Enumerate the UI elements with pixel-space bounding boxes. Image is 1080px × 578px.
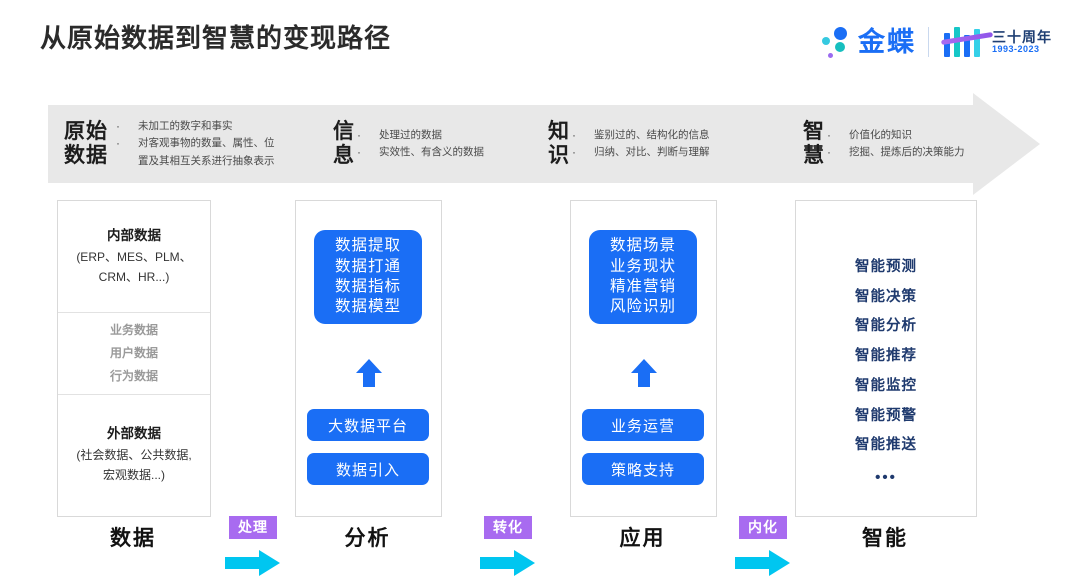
application-scenario-box: 数据场景 业务现状 精准营销 风险识别 xyxy=(589,230,697,324)
anniversary-mark: 三十周年 1993-2023 xyxy=(940,25,1052,59)
list-item: 智能预警 xyxy=(855,407,917,424)
column-data: 内部数据 (ERP、MES、PLM、 CRM、HR...) 业务数据 用户数据 … xyxy=(57,200,211,517)
banner-segment-information: 信 息 · 处理过的数据 · 实效性、有含义的数据 xyxy=(333,105,484,183)
dikw-banner: 原始 数据 · 未加工的数字和事实 · 对客观事物的数量、属性、位 置及其相互关系进… xyxy=(48,93,1040,195)
internal-data-cell: 内部数据 (ERP、MES、PLM、 CRM、HR...) xyxy=(58,201,210,313)
bullet-text: 挖掘、提炼后的决策能力 xyxy=(849,146,965,158)
brand-name: 金蝶 xyxy=(858,26,916,57)
internal-data-sub: (ERP、MES、PLM、 CRM、HR...) xyxy=(76,249,192,284)
stage-label-application: 应用 xyxy=(619,527,666,550)
banner-segment-title: 知 识 xyxy=(548,120,570,167)
internal-data-title: 内部数据 xyxy=(107,227,161,243)
bullet-text: 实效性、有含义的数据 xyxy=(379,146,484,158)
anniversary-glyph-icon xyxy=(940,25,994,59)
banner-arrow-tip xyxy=(973,93,1040,195)
banner-segment-bullets: · 未加工的数字和事实 · 对客观事物的数量、属性、位 置及其相互关系进行抽象表示 xyxy=(116,118,275,170)
analysis-capability-box: 数据提取 数据打通 数据指标 数据模型 xyxy=(314,230,422,324)
analysis-platform-pill: 大数据平台 xyxy=(307,409,429,441)
banner-segment-title: 智 慧 xyxy=(803,120,825,167)
bullet-icon: · xyxy=(827,127,831,142)
stage-label-data: 数据 xyxy=(110,527,156,550)
stage-label-intelligence: 智能 xyxy=(862,527,908,550)
bullet-text: 价值化的知识 xyxy=(849,128,912,141)
analysis-ingest-pill: 数据引入 xyxy=(307,453,429,485)
bullet-icon: · xyxy=(357,127,361,142)
banner-segment-knowledge: 知 识 · 鉴别过的、结构化的信息 · 归纳、对比、判断与理解 xyxy=(548,105,710,183)
list-item: 业务数据 xyxy=(109,323,158,338)
slide-root: 从原始数据到智慧的变现路径 金蝶 三十周年 1993-2023 原始 数据 xyxy=(0,20,1080,577)
connector-label: 转化 xyxy=(484,516,532,540)
ellipsis-marker: ••• xyxy=(875,469,897,487)
bullet-text: 对客观事物的数量、属性、位 置及其相互关系进行抽象表示 xyxy=(138,137,275,167)
connector-internalize: 内化 xyxy=(728,516,798,578)
connector-label: 内化 xyxy=(739,516,787,540)
list-item: 智能分析 xyxy=(855,318,917,335)
bullet-icon: · xyxy=(116,136,120,151)
list-item: 智能预测 xyxy=(855,259,917,275)
kingdee-dots-icon xyxy=(820,25,854,59)
data-types-cell: 业务数据 用户数据 行为数据 xyxy=(58,313,210,395)
list-item: 智能推荐 xyxy=(855,348,917,365)
page-title: 从原始数据到智慧的变现路径 xyxy=(40,23,392,53)
external-data-title: 外部数据 xyxy=(107,425,161,441)
bullet-icon: · xyxy=(116,118,120,133)
brand-logo: 金蝶 三十周年 1993-2023 xyxy=(820,20,1052,64)
application-strategy-pill: 策略支持 xyxy=(582,453,704,485)
bullet-icon: · xyxy=(357,145,361,159)
list-item: 智能决策 xyxy=(855,288,917,305)
external-data-cell: 外部数据 (社会数据、公共数据, 宏观数据...) xyxy=(58,395,210,514)
list-item: 用户数据 xyxy=(109,346,158,361)
up-arrow-icon xyxy=(627,356,661,390)
banner-segment-bullets: · 处理过的数据 · 实效性、有含义的数据 xyxy=(357,127,484,162)
connector-label: 处理 xyxy=(229,516,277,540)
intelligence-list: 智能预测 智能决策 智能分析 智能推荐 智能监控 智能预警 智能推送 ••• xyxy=(796,201,976,494)
banner-segment-wisdom: 智 慧 · 价值化的知识 · 挖掘、提炼后的决策能力 xyxy=(803,105,965,183)
bullet-icon: · xyxy=(572,127,576,142)
bullet-text: 鉴别过的、结构化的信息 xyxy=(594,128,710,141)
bullet-text: 归纳、对比、判断与理解 xyxy=(594,146,710,158)
pipeline-columns: 内部数据 (ERP、MES、PLM、 CRM、HR...) 业务数据 用户数据 … xyxy=(0,200,1080,577)
stage-label-analysis: 分析 xyxy=(344,527,391,550)
banner-body xyxy=(48,105,973,183)
bullet-icon: · xyxy=(827,145,831,159)
banner-segment-title: 原始 数据 xyxy=(64,120,108,167)
banner-segment-bullets: · 价值化的知识 · 挖掘、提炼后的决策能力 xyxy=(827,127,965,162)
bullet-icon: · xyxy=(572,145,576,159)
brand-divider xyxy=(928,27,929,57)
bullet-text: 处理过的数据 xyxy=(379,128,442,141)
stage-labels: 数据 分析 应用 智能 xyxy=(0,522,1080,562)
anniversary-years: 1993-2023 xyxy=(992,43,1040,54)
banner-segment-bullets: · 鉴别过的、结构化的信息 · 归纳、对比、判断与理解 xyxy=(572,127,710,162)
column-analysis: 数据提取 数据打通 数据指标 数据模型 大数据平台 数据引入 xyxy=(295,200,442,517)
list-item: 智能监控 xyxy=(855,377,917,394)
application-operation-pill: 业务运营 xyxy=(582,409,704,441)
anniversary-label: 三十周年 xyxy=(992,28,1052,45)
column-application: 数据场景 业务现状 精准营销 风险识别 业务运营 策略支持 xyxy=(570,200,717,517)
banner-segment-title: 信 息 xyxy=(333,120,355,167)
list-item: 智能推送 xyxy=(855,437,917,454)
column-intelligence: 智能预测 智能决策 智能分析 智能推荐 智能监控 智能预警 智能推送 ••• xyxy=(795,200,977,517)
up-arrow-icon xyxy=(352,356,386,390)
list-item: 行为数据 xyxy=(109,368,158,383)
bullet-text: 未加工的数字和事实 xyxy=(138,119,233,132)
external-data-sub: (社会数据、公共数据, 宏观数据...) xyxy=(76,447,192,482)
banner-segment-raw-data: 原始 数据 · 未加工的数字和事实 · 对客观事物的数量、属性、位 置及其相互关系进… xyxy=(64,105,275,183)
